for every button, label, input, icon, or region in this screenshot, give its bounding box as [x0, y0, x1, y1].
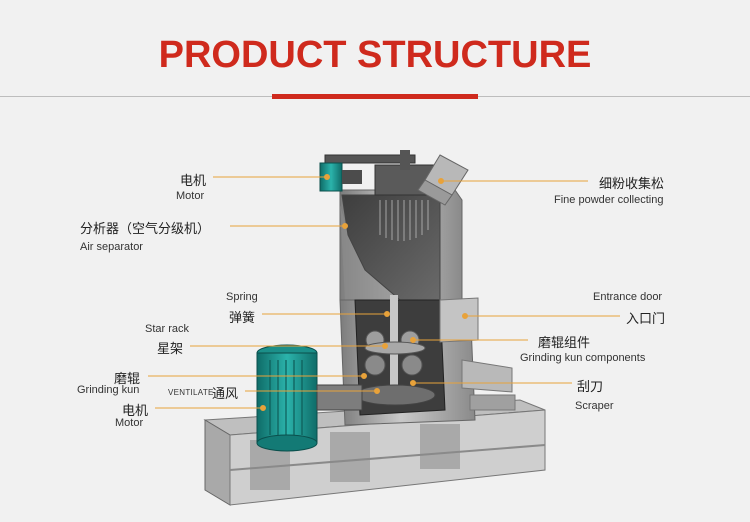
label-spring-en: Spring: [226, 291, 258, 303]
label-motor-bottom-en: Motor: [115, 417, 144, 429]
label-entrance-door-zh: 入口门: [626, 312, 666, 327]
label-entrance-door-en: Entrance door: [593, 291, 663, 303]
top-motor: [319, 150, 416, 192]
page-title: PRODUCT STRUCTURE: [158, 34, 592, 76]
label-air-separator-zh: 分析器（空气分级机）: [80, 222, 211, 237]
label-motor-top-en: Motor: [176, 190, 205, 202]
label-motor-top-zh: 电机: [180, 174, 207, 189]
label-scraper-zh: 刮刀: [577, 380, 604, 395]
label-star-rack-zh: 星架: [157, 342, 184, 357]
label-grinding-components-zh: 磨辊组件: [538, 336, 591, 351]
mill-body: [339, 164, 516, 426]
bottom-motor: [256, 344, 363, 452]
label-ventilate-zh: 通风: [212, 387, 239, 402]
label-star-rack-en: Star rack: [145, 323, 190, 335]
label-grinding-components-en: Grinding kun components: [520, 352, 646, 364]
label-air-separator-en: Air separator: [80, 241, 143, 253]
label-fine-powder-en: Fine powder collecting: [554, 194, 664, 206]
label-grinding-kun-en: Grinding kun: [77, 384, 140, 396]
label-spring-zh: 弹簧: [229, 311, 256, 326]
label-fine-powder-zh: 细粉收集松: [599, 177, 665, 192]
label-ventilate-en: VENTILATE: [168, 388, 214, 397]
label-grinding-kun-zh: 磨辊: [114, 372, 141, 387]
label-scraper-en: Scraper: [575, 400, 614, 412]
title-accent-bar: [272, 94, 478, 99]
label-motor-bottom-zh: 电机: [122, 404, 149, 419]
leader-lines: [148, 174, 620, 411]
fine-powder-outlet: [417, 154, 469, 206]
